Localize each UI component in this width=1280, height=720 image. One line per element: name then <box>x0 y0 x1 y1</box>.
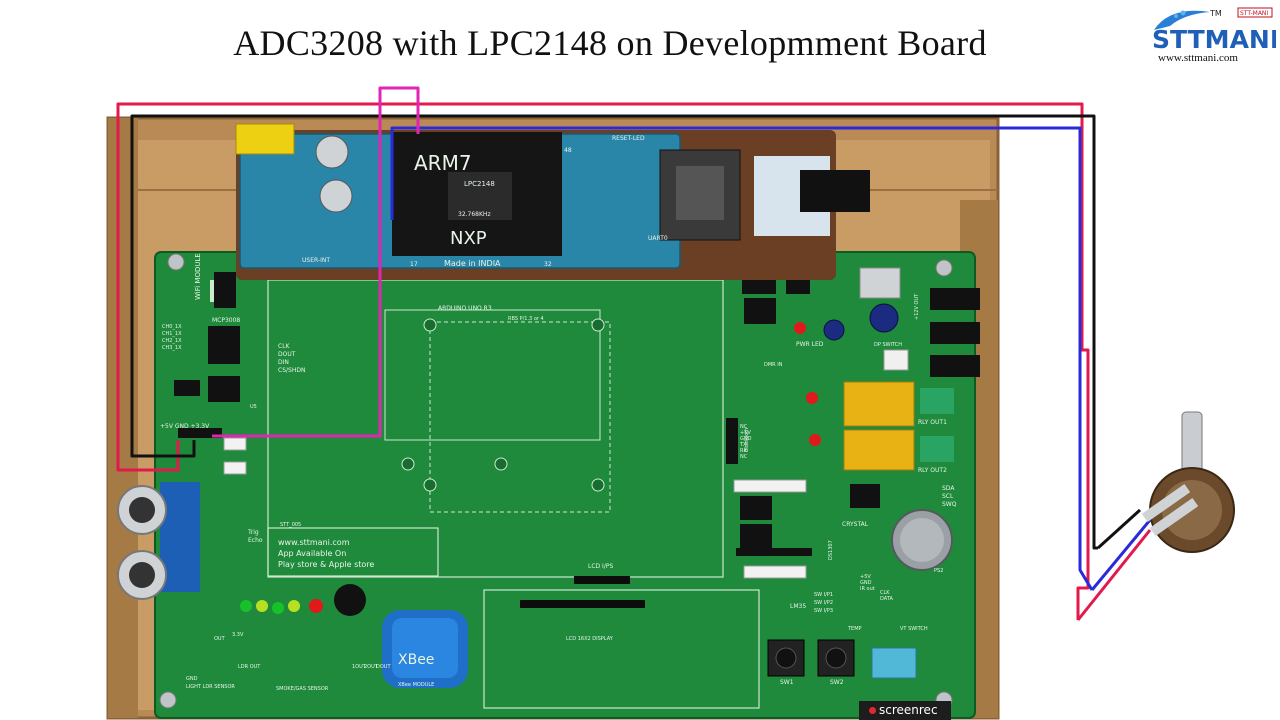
lcd-ps-label: LCD I/PS <box>588 563 613 570</box>
sw1-label: SW1 <box>780 679 794 686</box>
wires <box>116 86 1152 621</box>
v12-label: +12V OUT <box>914 293 920 320</box>
pin17-label: 17 <box>410 261 418 268</box>
potentiometer <box>1141 411 1235 553</box>
scl-label: SCL <box>942 493 954 500</box>
blue-wire <box>390 126 1094 591</box>
ldr-out-label: LDR OUT <box>238 664 261 670</box>
logo-tm: TM <box>1209 9 1222 18</box>
sw-ip3-label: SW I/P3 <box>814 608 833 614</box>
rly-out2-label: RLY OUT2 <box>918 467 947 474</box>
ch2-label: CH2_1X <box>162 338 182 344</box>
user-int-label: USER-INT <box>302 257 330 264</box>
smoke-label: SMOKE/GAS SENSOR <box>276 686 329 692</box>
rbs-label: RBS P/1.3 or 4 <box>508 316 544 322</box>
red-wire <box>116 102 1090 620</box>
logo-url: www.sttmani.com <box>1158 52 1238 64</box>
page-title: ADC3208 with LPC2148 on Developmment Boa… <box>233 23 987 63</box>
stt-label: STT_005 <box>280 522 301 528</box>
dt-2out-label: 2OUT <box>364 664 379 670</box>
gnd-label: GND <box>186 676 198 682</box>
wifi-module-label: WiFi MODULE <box>194 253 202 300</box>
lpc2148-label: LPC2148 <box>464 180 495 188</box>
sda-label: SDA <box>942 485 955 492</box>
dt-1out-label: 1OUT <box>352 664 367 670</box>
ps2-label: PS2 <box>934 568 943 574</box>
dt-dout-label: DOUT <box>376 664 391 670</box>
screenrec-watermark: screenrec <box>859 701 951 720</box>
ldr-label: LIGHT LDR SENSOR <box>186 684 235 690</box>
ch1-label: CH1_1X <box>162 331 182 337</box>
out-label: OUT <box>214 636 226 642</box>
mcp3008-label: MCP3008 <box>212 317 240 324</box>
v33-label: 3.3V <box>232 632 244 638</box>
xbee-label: XBee <box>398 652 434 668</box>
sw-ip1-label: SW I/P1 <box>814 592 833 598</box>
ch3-label: CH3_1X <box>162 345 182 351</box>
bt-rx-label: RX <box>740 448 747 454</box>
ir-gnd-label: GND <box>860 580 872 586</box>
dp-switch-label: DP SWITCH <box>874 342 902 348</box>
site-url-label: www.sttmani.com <box>278 538 350 547</box>
clk-label: CLK <box>278 343 291 350</box>
xbee-module-label: XBee MODULE <box>398 682 434 688</box>
swq-label: SWQ <box>942 501 957 508</box>
app-available-label: App Available On <box>278 549 346 558</box>
bt-nc2-label: NC <box>740 454 748 460</box>
bt-gnd-label: GND <box>740 436 752 442</box>
u5-label: U5 <box>250 404 257 410</box>
reset-led-label: RESET-LED <box>612 135 645 142</box>
ch0-label: CH0_1X <box>162 324 182 330</box>
pwr-led-label: PWR LED <box>796 341 824 348</box>
main-pcb <box>117 251 980 719</box>
dout-label: DOUT <box>278 351 296 358</box>
clk-ps2-label: CLK <box>880 590 890 596</box>
ir-5v-label: +5V <box>860 574 871 580</box>
pin48-label: 48 <box>564 147 572 154</box>
bt-5v-label: +5V <box>740 430 751 436</box>
brand-logo: TM STT-MANI STTMANI <box>1152 7 1276 54</box>
made-in-label: Made in INDIA <box>444 259 501 268</box>
trig-label: Trig <box>247 529 259 536</box>
play-store-label: Play store & Apple store <box>278 560 374 569</box>
lm35-label: LM35 <box>790 603 806 610</box>
dmr-in-label: DMR IN <box>764 362 783 368</box>
record-dot-icon <box>869 707 876 714</box>
uart0-label: UART0 <box>648 235 668 242</box>
bluetooth-label: Bluetooth <box>744 428 750 452</box>
pcb-labels: ARM7 LPC2148 32.768KHz NXP Made in INDIA… <box>160 135 957 692</box>
echo-label: Echo <box>248 537 263 544</box>
lcd-display-label: LCD 16X2 DISPLAY <box>566 636 614 642</box>
logo-brand: STTMANI <box>1152 25 1276 54</box>
cs-label: CS/SHDN <box>278 367 305 374</box>
vt-switch-label: VT SWITCH <box>900 626 928 632</box>
arm7-module <box>235 123 870 280</box>
sw-ip2-label: SW I/P2 <box>814 600 833 606</box>
black-wire <box>130 114 1098 550</box>
crystal-board-label: CRYSTAL <box>842 521 869 528</box>
rly-out1-label: RLY OUT1 <box>918 419 947 426</box>
ir-out-label: IR out <box>860 586 875 592</box>
logo-badge: STT-MANI <box>1240 10 1268 17</box>
screenrec-text: screenrec <box>879 703 938 717</box>
power-header-label: +5V GND +3.3V <box>160 423 210 430</box>
temp-label: TEMP <box>847 626 862 632</box>
data-ps2-label: DATA <box>880 596 893 602</box>
sw2-label: SW2 <box>830 679 844 686</box>
din-label: DIN <box>278 359 289 366</box>
arduino-label: ARDUINO UNO R3 <box>438 305 492 312</box>
pin32-label: 32 <box>544 261 552 268</box>
ds1307-label: DS1307 <box>828 540 834 560</box>
bt-tx-label: TX <box>739 442 747 448</box>
pink-wire <box>212 86 420 438</box>
arm7-label: ARM7 <box>414 151 472 175</box>
nxp-label: NXP <box>450 228 487 249</box>
crystal-label: 32.768KHz <box>458 211 491 218</box>
bt-nc1-label: NC <box>740 424 748 430</box>
